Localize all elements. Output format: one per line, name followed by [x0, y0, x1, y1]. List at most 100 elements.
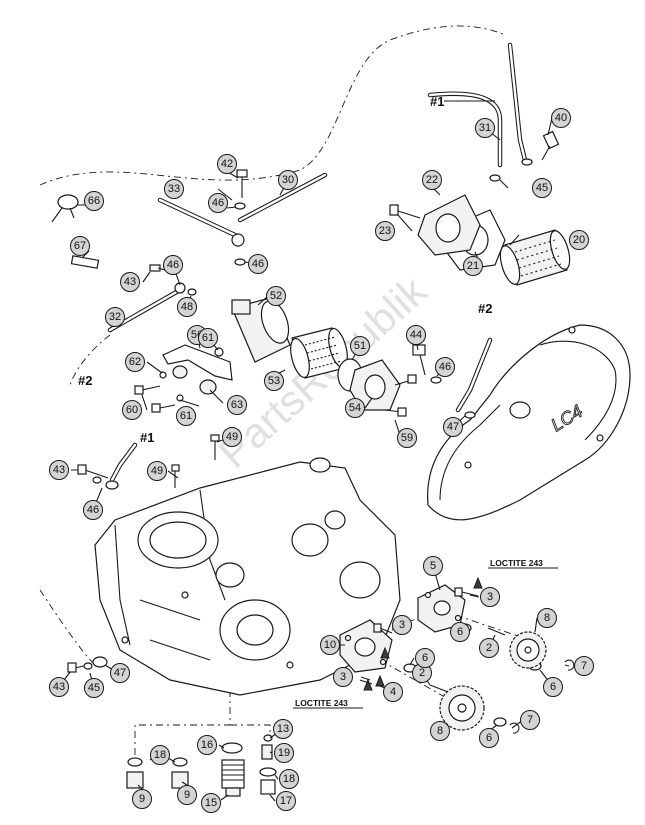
dowel-4a [363, 678, 373, 691]
svg-text:49: 49 [226, 431, 238, 443]
svg-text:46: 46 [87, 504, 99, 516]
washer-46b [234, 258, 246, 266]
ref-label-2-right: #2 [478, 301, 492, 316]
dowel-4b [375, 674, 385, 687]
callout-10: 10 [320, 635, 340, 655]
callout-3c: 3 [333, 667, 353, 687]
svg-text:3: 3 [340, 671, 346, 683]
svg-text:20: 20 [573, 234, 585, 246]
callout-18a: 18 [150, 745, 170, 765]
crankcase [94, 457, 401, 696]
svg-text:43: 43 [53, 681, 65, 693]
svg-text:9: 9 [184, 789, 190, 801]
svg-text:6: 6 [457, 626, 463, 638]
callout-63: 63 [227, 395, 247, 415]
callout-6a: 6 [450, 622, 470, 642]
banjo-32 [174, 282, 186, 294]
screw-3a-head [454, 587, 463, 597]
callout-8a: 8 [537, 608, 557, 628]
dowel-top [473, 576, 483, 589]
bolt-43b-head [77, 464, 87, 475]
svg-text:47: 47 [447, 421, 459, 433]
pin-2a [487, 627, 506, 636]
svg-text:23: 23 [379, 225, 391, 237]
filter-cover-boss [435, 213, 461, 243]
svg-text:4: 4 [390, 686, 396, 698]
svg-text:6: 6 [422, 652, 428, 664]
washer-46e [92, 476, 102, 484]
callout-8b: 8 [430, 721, 450, 741]
svg-text:6: 6 [486, 732, 492, 744]
bolt-61 [159, 404, 176, 409]
svg-text:8: 8 [544, 612, 550, 624]
callout-47b: 47 [110, 663, 130, 683]
svg-text:21: 21 [467, 260, 479, 272]
svg-text:61: 61 [202, 332, 214, 344]
svg-text:18: 18 [283, 773, 295, 785]
fitting-62 [172, 365, 188, 379]
gear-8a [509, 631, 547, 669]
svg-text:46: 46 [167, 259, 179, 271]
loctite-label-top: LOCTITE 243 [490, 558, 543, 568]
gear-8b [439, 685, 485, 731]
callout-53: 53 [264, 371, 284, 391]
svg-text:48: 48 [181, 301, 193, 313]
oring-16 [221, 742, 243, 754]
callout-46d: 46 [435, 357, 455, 377]
callout-52: 52 [266, 286, 286, 306]
spring-19 [261, 744, 273, 760]
banjo-47 [92, 656, 108, 668]
svg-text:7: 7 [581, 660, 587, 672]
ref-label-2-left: #2 [78, 373, 92, 388]
screw-3b [379, 627, 393, 634]
callout-43a: 43 [120, 272, 140, 292]
svg-text:46: 46 [439, 361, 451, 373]
washer-6d [493, 717, 507, 727]
svg-text:7: 7 [527, 714, 533, 726]
callout-40: 40 [551, 108, 571, 128]
oil-hose-vertical-inner [508, 43, 527, 162]
callout-33: 33 [164, 179, 184, 199]
oil-line-30-inner [238, 173, 327, 222]
callout-67: 67 [70, 236, 90, 256]
callout-46e: 46 [83, 500, 103, 520]
washer-45a [489, 174, 501, 182]
callout-21: 21 [463, 256, 483, 276]
washer-62 [159, 371, 167, 379]
callout-49b: 49 [147, 461, 167, 481]
callout-48: 48 [177, 297, 197, 317]
callout-4: 4 [383, 682, 403, 702]
svg-text:43: 43 [53, 464, 65, 476]
svg-text:17: 17 [280, 795, 292, 807]
bolt-43b [84, 469, 109, 479]
ref-label-1-left: #1 [140, 430, 154, 445]
callout-44: 44 [406, 325, 426, 345]
bolt-61-head [151, 403, 161, 413]
callout-6d: 6 [479, 728, 499, 748]
callout-9a: 9 [132, 789, 152, 809]
nipple-49b-top [171, 464, 180, 472]
callout-43b: 43 [49, 460, 69, 480]
filter-housing-52 [231, 297, 291, 363]
svg-text:46: 46 [252, 258, 264, 270]
ref-label-1-top: #1 [430, 94, 444, 109]
pump-cover-5 [417, 584, 466, 633]
oil-line-47-inner [456, 338, 492, 412]
callout-20: 20 [569, 230, 589, 250]
svg-text:62: 62 [129, 356, 141, 368]
svg-text:49: 49 [151, 465, 163, 477]
callout-46a: 46 [208, 193, 228, 213]
callout-3b: 3 [392, 615, 412, 635]
callout-3a: 3 [480, 587, 500, 607]
washer-46a [234, 202, 246, 210]
callout-19: 19 [274, 743, 294, 763]
callout-45b: 45 [84, 678, 104, 698]
callout-66: 66 [84, 191, 104, 211]
svg-text:33: 33 [168, 183, 180, 195]
svg-text:32: 32 [109, 311, 121, 323]
plug-17 [260, 779, 276, 795]
callout-17: 17 [276, 791, 296, 811]
screw-3c [359, 679, 373, 685]
circlip-7b [509, 722, 520, 734]
washer-48 [187, 288, 197, 296]
